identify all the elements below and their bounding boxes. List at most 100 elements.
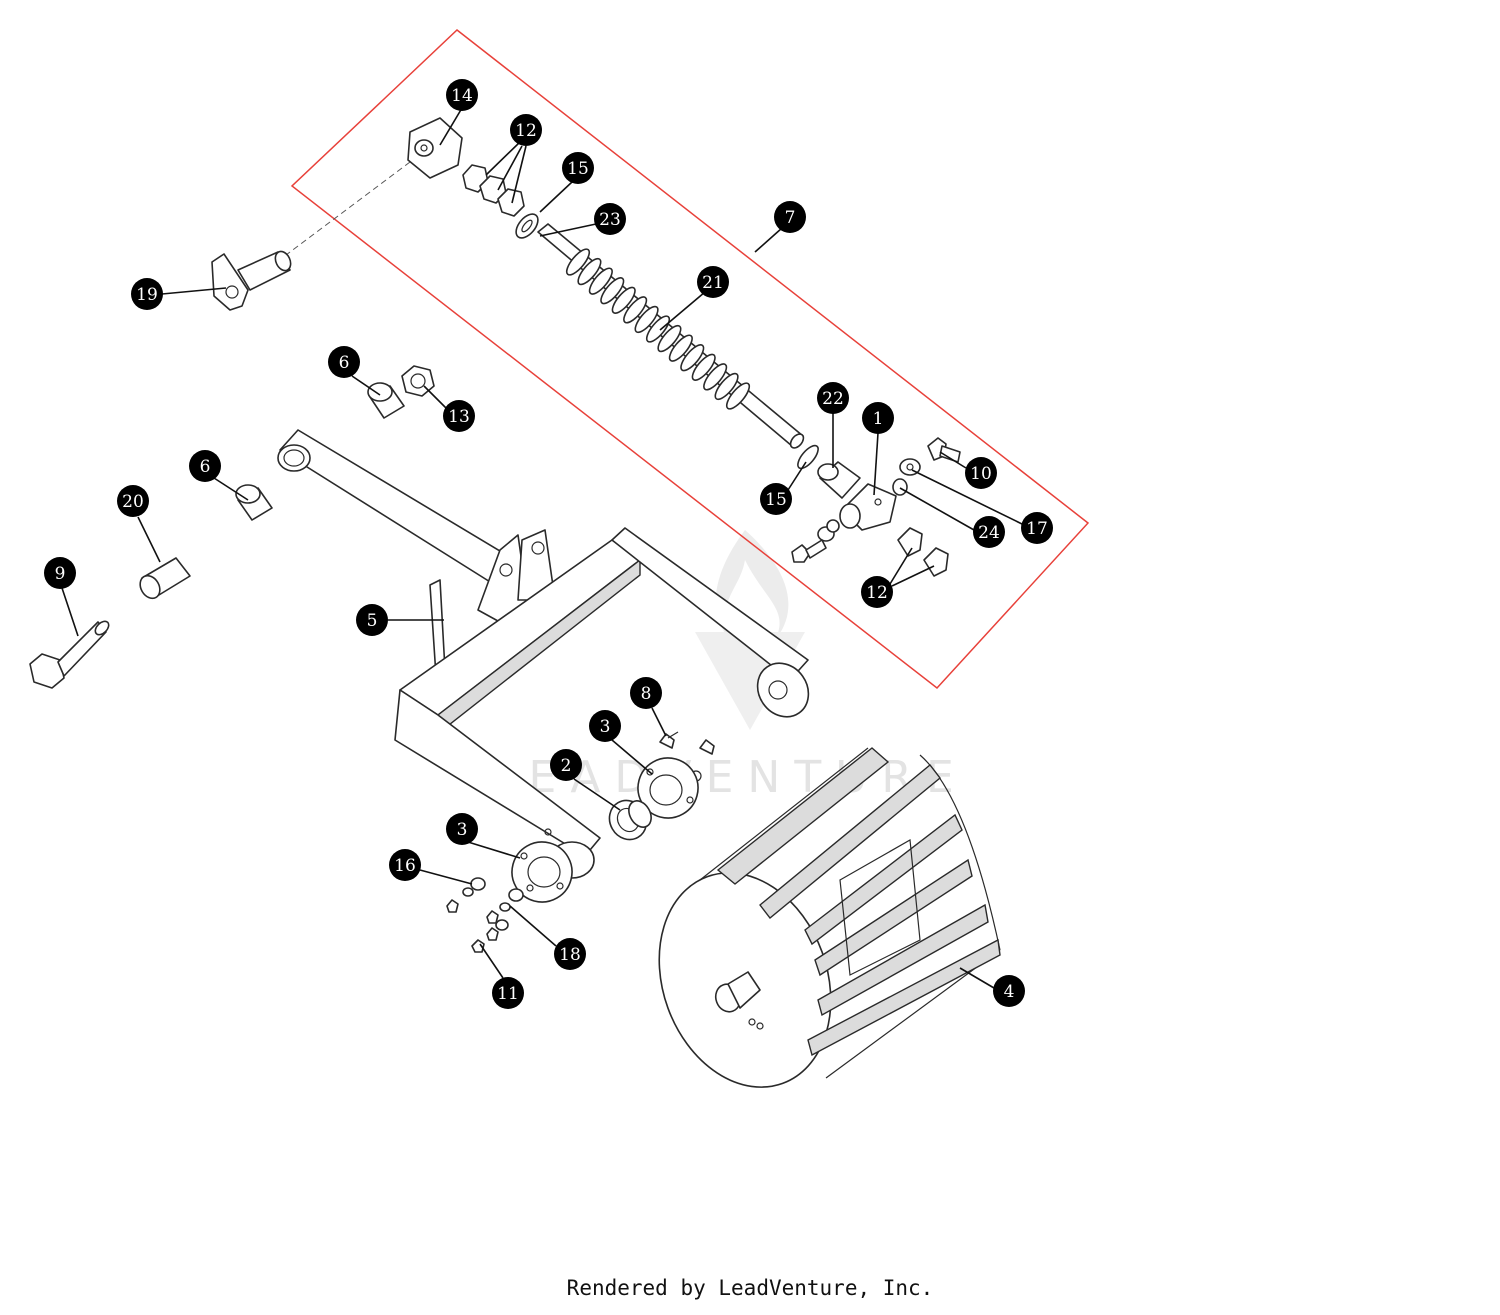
part-hex-nuts-top: [462, 164, 525, 217]
callout-number: 6: [339, 353, 350, 373]
callout-number: 6: [200, 457, 211, 477]
spring-coil: [565, 248, 591, 276]
callout-badge: [817, 382, 849, 414]
callout-badge: [117, 485, 149, 517]
part-bolt-10: [927, 437, 961, 463]
callout-17: 17: [1021, 512, 1053, 544]
callout-badge: [993, 975, 1025, 1007]
callout-number: 7: [785, 208, 796, 228]
callout-number: 9: [55, 564, 66, 584]
callout-badge: [492, 977, 524, 1009]
callout-leaders: [61, 107, 1023, 989]
callout-badge: [630, 677, 662, 709]
callout-number: 15: [567, 159, 589, 179]
callout-badge: [554, 938, 586, 970]
spring-coil: [668, 334, 693, 362]
callout-number: 19: [136, 285, 158, 305]
callout-badge: [862, 402, 894, 434]
callout-number: 3: [457, 820, 468, 840]
callout-badge: [973, 516, 1005, 548]
callout-badge: [189, 450, 221, 482]
callout-number: 23: [599, 210, 621, 230]
callout-number: 14: [451, 86, 473, 106]
callout-12: 12: [510, 114, 542, 146]
part-pivot-bushing: [817, 461, 861, 499]
callout-badge: [774, 201, 806, 233]
callout-number: 12: [866, 583, 888, 603]
part-sleeve: [139, 557, 191, 600]
callout-8: 8: [630, 677, 662, 709]
spring-coil: [577, 257, 602, 286]
callout-15: 15: [562, 152, 594, 184]
callout-number: 4: [1004, 982, 1015, 1002]
callout-number: 17: [1026, 519, 1048, 539]
callout-3: 3: [446, 813, 478, 845]
callout-number: 24: [978, 523, 1000, 543]
spring-coil: [611, 286, 636, 314]
callout-number: 3: [600, 717, 611, 737]
part-bearing: [608, 799, 652, 841]
callout-badge: [328, 346, 360, 378]
callout-badge: [594, 203, 626, 235]
callout-19: 19: [131, 278, 163, 310]
callout-badge: [389, 849, 421, 881]
callout-9: 9: [44, 557, 76, 589]
callout-badge: [1021, 512, 1053, 544]
callout-4: 4: [993, 975, 1025, 1007]
part-drum-roller: [658, 747, 1001, 1088]
callout-5: 5: [356, 604, 388, 636]
callout-21: 21: [697, 266, 729, 298]
part-bearing-flange-lower: [511, 841, 573, 903]
callout-23: 23: [594, 203, 626, 235]
callout-22: 22: [817, 382, 849, 414]
part-hex-nuts-lower: [897, 527, 949, 577]
spring-coil: [680, 344, 705, 372]
callout-6: 6: [328, 346, 360, 378]
callout-7: 7: [774, 201, 806, 233]
kit-boundary-outline: [290, 29, 1090, 690]
callout-badge: [589, 710, 621, 742]
spring-coil: [588, 267, 613, 295]
callout-20: 20: [117, 485, 149, 517]
callout-badge: [965, 457, 997, 489]
callout-badge: [446, 79, 478, 111]
callout-3: 3: [589, 710, 621, 742]
callout-badge: [356, 604, 388, 636]
part-bushing-lower: [235, 484, 273, 521]
callout-number: 18: [559, 945, 581, 965]
callout-badge: [44, 557, 76, 589]
callout-number: 2: [561, 756, 572, 776]
callout-badge: [760, 483, 792, 515]
callout-number: 16: [394, 856, 416, 876]
spring-coil: [714, 372, 739, 401]
callout-number: 12: [515, 121, 537, 141]
spring-coil: [623, 296, 648, 324]
part-pivot-block: [839, 483, 897, 531]
callout-24: 24: [973, 516, 1005, 548]
spring-coil: [634, 305, 659, 334]
part-spring-block: [407, 117, 463, 179]
callout-number: 5: [367, 611, 378, 631]
callout-number: 8: [641, 684, 652, 704]
part-mounting-arm: [277, 429, 810, 879]
spring-coil: [657, 324, 682, 353]
callout-16: 16: [389, 849, 421, 881]
part-spring-washer-lower: [797, 444, 819, 470]
part-screws-8: [659, 731, 715, 782]
callout-15: 15: [760, 483, 792, 515]
spring-coil: [600, 277, 625, 305]
callout-number: 10: [970, 464, 992, 484]
callout-badge: [550, 749, 582, 781]
callout-badge: [510, 114, 542, 146]
part-pivot-pin: [211, 250, 292, 311]
callout-number: 1: [873, 409, 884, 429]
part-small-hardware: [446, 877, 524, 953]
callout-number: 21: [702, 273, 724, 293]
callout-badge: [861, 576, 893, 608]
part-washer-24: [892, 478, 908, 496]
callout-badge: [443, 400, 475, 432]
callout-2: 2: [550, 749, 582, 781]
callout-10: 10: [965, 457, 997, 489]
part-hex-bolt: [29, 620, 110, 689]
